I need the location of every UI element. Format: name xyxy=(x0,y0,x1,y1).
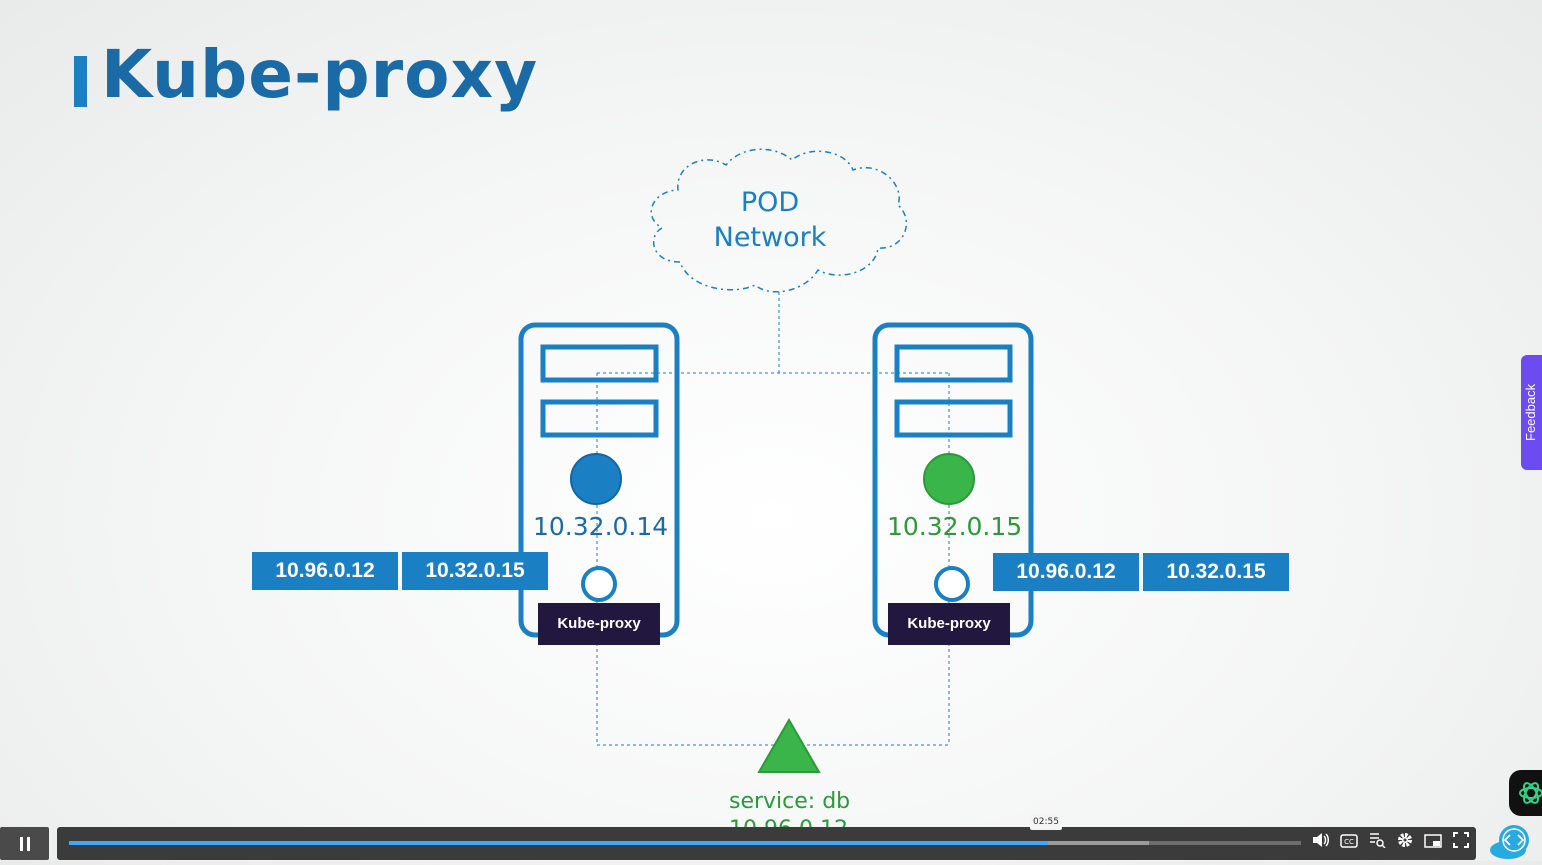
node1-pod-ip: 10.32.0.14 xyxy=(533,512,669,541)
node1-slot-1 xyxy=(540,344,659,383)
captions-icon[interactable]: CC xyxy=(1338,832,1360,854)
svg-text:CC: CC xyxy=(1344,838,1354,846)
title-accent-bar xyxy=(74,56,87,107)
node2-pod xyxy=(923,453,975,505)
code-icon xyxy=(1490,825,1529,859)
seek-bar[interactable] xyxy=(69,841,1301,845)
cloud-label-pod: POD xyxy=(740,187,800,218)
service-name: service: db xyxy=(729,789,851,814)
node2-pod-ip: 10.32.0.15 xyxy=(887,512,1023,541)
service-triangle xyxy=(757,717,821,773)
ai-assistant-icon xyxy=(1519,782,1542,804)
pause-button[interactable] xyxy=(0,827,49,860)
node1-table-pod-ip: 10.32.0.15 xyxy=(402,552,548,590)
node2-table-service-ip: 10.96.0.12 xyxy=(993,553,1139,591)
diagram xyxy=(518,148,1034,773)
settings-gear-icon[interactable] xyxy=(1394,832,1416,854)
node2-table-pod-ip: 10.32.0.15 xyxy=(1143,553,1289,591)
node2-port xyxy=(934,566,970,602)
cloud-shape xyxy=(650,148,908,293)
node1-slot-2 xyxy=(540,399,659,438)
volume-icon[interactable] xyxy=(1310,832,1332,854)
fullscreen-icon[interactable] xyxy=(1450,832,1472,854)
node1-table-service-ip: 10.96.0.12 xyxy=(252,552,398,590)
ai-assistant-button[interactable] xyxy=(1509,770,1542,816)
node1-pod xyxy=(570,453,622,505)
feedback-tab[interactable]: Feedback xyxy=(1521,355,1542,470)
seek-progress xyxy=(69,841,1049,845)
transcript-icon[interactable] xyxy=(1366,832,1388,854)
cloud-label-network: Network xyxy=(713,222,827,253)
picture-in-picture-icon[interactable] xyxy=(1422,832,1444,854)
pause-icon xyxy=(19,837,30,851)
node1-port xyxy=(581,566,617,602)
time-tooltip: 02:55 xyxy=(1030,815,1062,830)
feedback-label: Feedback xyxy=(1523,383,1538,441)
video-slide: Kube-proxy POD Network 10.32.0.14 10.32.… xyxy=(74,36,1289,842)
code-view-button[interactable] xyxy=(1488,822,1542,861)
node2-kube-proxy: Kube-proxy xyxy=(888,603,1010,645)
node2-slot-2 xyxy=(894,399,1013,438)
node2-slot-1 xyxy=(894,344,1013,383)
node1-kube-proxy: Kube-proxy xyxy=(538,603,660,645)
slide-title: Kube-proxy xyxy=(101,36,539,113)
